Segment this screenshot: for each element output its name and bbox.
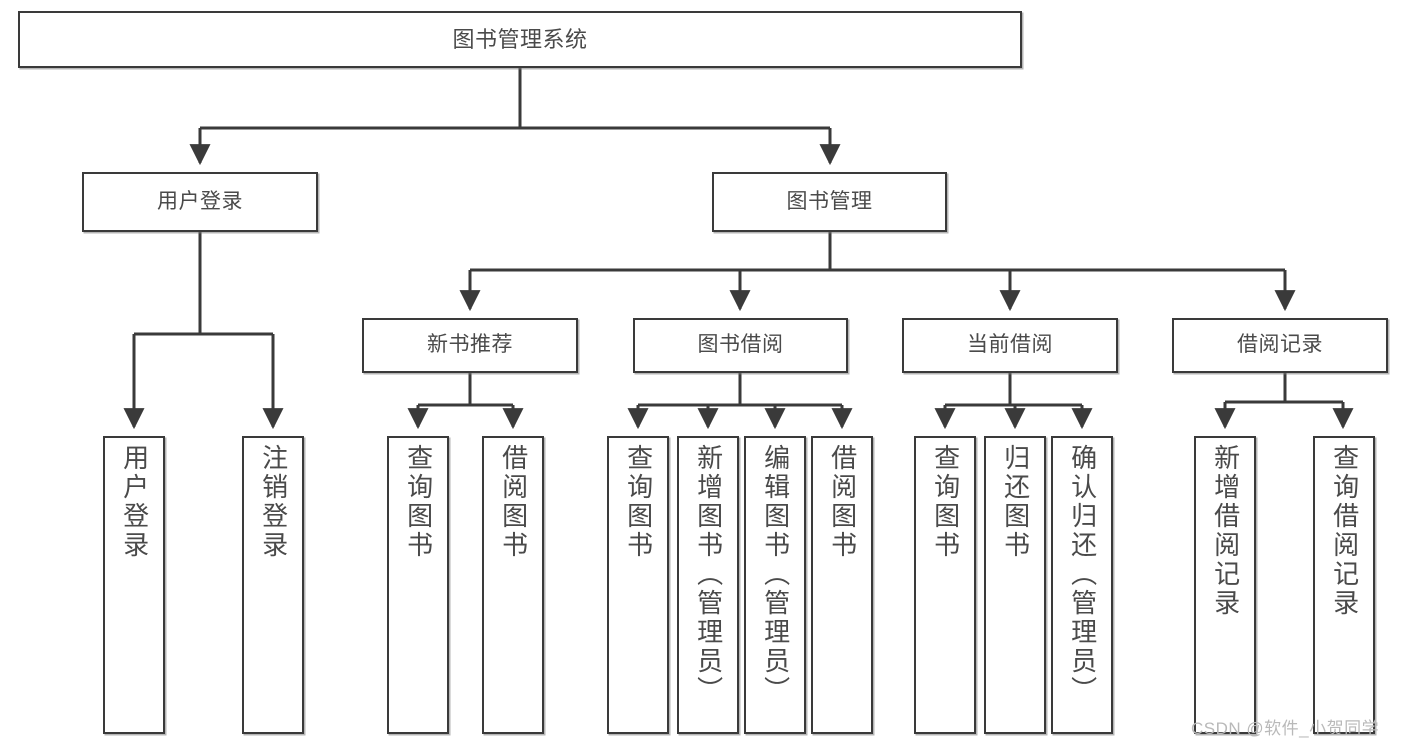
- leaf-user-login[interactable]: 用户登录: [103, 436, 165, 734]
- node-new-book-recommend[interactable]: 新书推荐: [362, 318, 578, 373]
- leaf-return-book[interactable]: 归还图书: [984, 436, 1046, 734]
- node-root-system[interactable]: 图书管理系统: [18, 11, 1022, 68]
- node-label: 借阅图书: [827, 444, 858, 560]
- node-label: 图书借阅: [697, 333, 784, 357]
- node-book-management[interactable]: 图书管理: [712, 172, 947, 232]
- node-label: 确认归还（管理员）: [1067, 444, 1098, 705]
- node-label: 新书推荐: [427, 333, 513, 357]
- node-label: 查询借阅记录: [1329, 444, 1360, 618]
- node-borrow-record[interactable]: 借阅记录: [1172, 318, 1388, 373]
- node-label: 当前借阅: [967, 333, 1053, 357]
- node-label: 用户登录: [119, 444, 150, 560]
- node-label: 查询图书: [623, 444, 654, 560]
- node-label: 借阅记录: [1237, 333, 1323, 357]
- node-label: 用户登录: [157, 189, 243, 213]
- node-label: 借阅图书: [498, 444, 529, 560]
- node-current-borrow[interactable]: 当前借阅: [902, 318, 1118, 373]
- node-label: 注销登录: [258, 444, 289, 560]
- leaf-edit-book-admin[interactable]: 编辑图书（管理员）: [744, 436, 806, 734]
- node-label: 新增图书（管理员）: [693, 444, 724, 705]
- node-label: 查询图书: [930, 444, 961, 560]
- node-label: 新增借阅记录: [1210, 444, 1241, 618]
- leaf-borrow-book[interactable]: 借阅图书: [811, 436, 873, 734]
- leaf-add-book-admin[interactable]: 新增图书（管理员）: [677, 436, 739, 734]
- leaf-add-borrow-record[interactable]: 新增借阅记录: [1194, 436, 1256, 734]
- leaf-logout[interactable]: 注销登录: [242, 436, 304, 734]
- node-book-borrow[interactable]: 图书借阅: [633, 318, 848, 373]
- node-label: 编辑图书（管理员）: [760, 444, 791, 705]
- leaf-query-book-new[interactable]: 查询图书: [387, 436, 449, 734]
- node-label: 归还图书: [1000, 444, 1031, 560]
- leaf-query-book-borrow[interactable]: 查询图书: [607, 436, 669, 734]
- node-user-login[interactable]: 用户登录: [82, 172, 318, 232]
- node-label: 图书管理: [786, 189, 873, 213]
- leaf-query-book-current[interactable]: 查询图书: [914, 436, 976, 734]
- leaf-query-borrow-record[interactable]: 查询借阅记录: [1313, 436, 1375, 734]
- node-label: 查询图书: [403, 444, 434, 560]
- leaf-confirm-return-admin[interactable]: 确认归还（管理员）: [1051, 436, 1113, 734]
- watermark: CSDN @软件_小贺同学: [1191, 719, 1380, 738]
- node-label: 图书管理系统: [452, 26, 588, 52]
- leaf-borrow-book-new[interactable]: 借阅图书: [482, 436, 544, 734]
